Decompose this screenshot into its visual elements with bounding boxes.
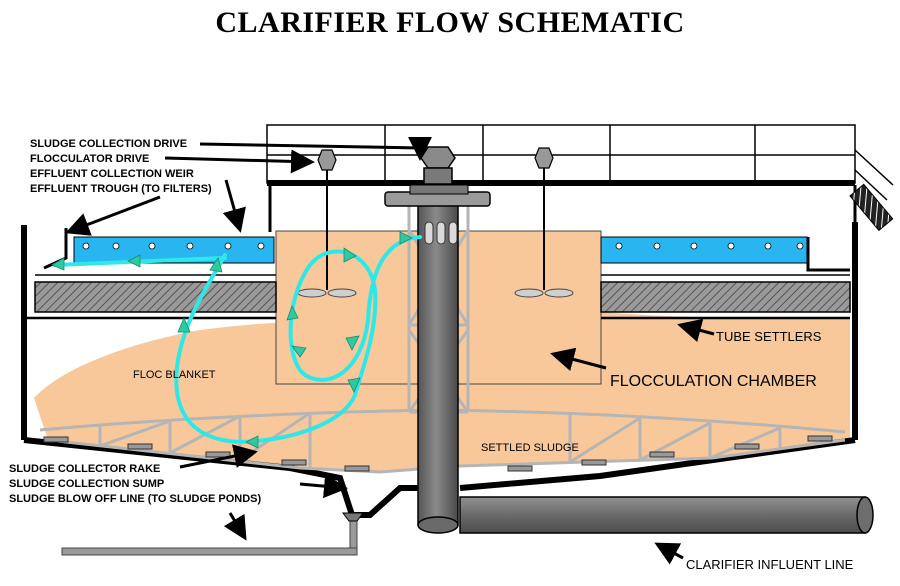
page-title: CLARIFIER FLOW SCHEMATIC: [215, 6, 685, 39]
rake-blades: [43, 435, 833, 472]
tube-settler-right: [600, 281, 851, 313]
label-sludge-collector-rake: SLUDGE COLLECTOR RAKE: [9, 463, 161, 475]
effluent-trough-right: [600, 236, 808, 264]
flocculator-drive-right: [514, 147, 574, 298]
label-sludge-blow-off-line: SLUDGE BLOW OFF LINE (TO SLUDGE PONDS): [9, 493, 262, 505]
label-clarifier-influent-line: CLARIFIER INFLUENT LINE: [686, 557, 854, 572]
bridge-walkway: [266, 124, 894, 232]
tube-settler-left: [34, 281, 277, 313]
flow-arrows: [51, 231, 413, 449]
label-sludge-collection-drive: SLUDGE COLLECTION DRIVE: [30, 138, 188, 150]
influent-pipe: [459, 496, 874, 534]
label-flocculator-drive: FLOCCULATOR DRIVE: [30, 153, 150, 165]
label-effluent-trough: EFFLUENT TROUGH (TO FILTERS): [30, 183, 212, 195]
weir-holes: [82, 242, 804, 250]
flocculator-drive-left: [297, 149, 357, 298]
center-column: [417, 204, 459, 526]
label-sludge-collection-sump: SLUDGE COLLECTION SUMP: [9, 478, 165, 490]
blow-off-line: [61, 512, 364, 556]
label-floc-blanket: FLOC BLANKET: [133, 369, 216, 381]
label-flocculation-chamber: FLOCCULATION CHAMBER: [610, 373, 817, 390]
sludge-collection-drive-unit: [420, 146, 456, 185]
label-tube-settlers: TUBE SETTLERS: [716, 329, 822, 344]
annotation-arrows: [65, 137, 715, 565]
label-effluent-collection-weir: EFFLUENT COLLECTION WEIR: [30, 168, 194, 180]
label-settled-sludge: SETTLED SLUDGE: [481, 442, 579, 454]
